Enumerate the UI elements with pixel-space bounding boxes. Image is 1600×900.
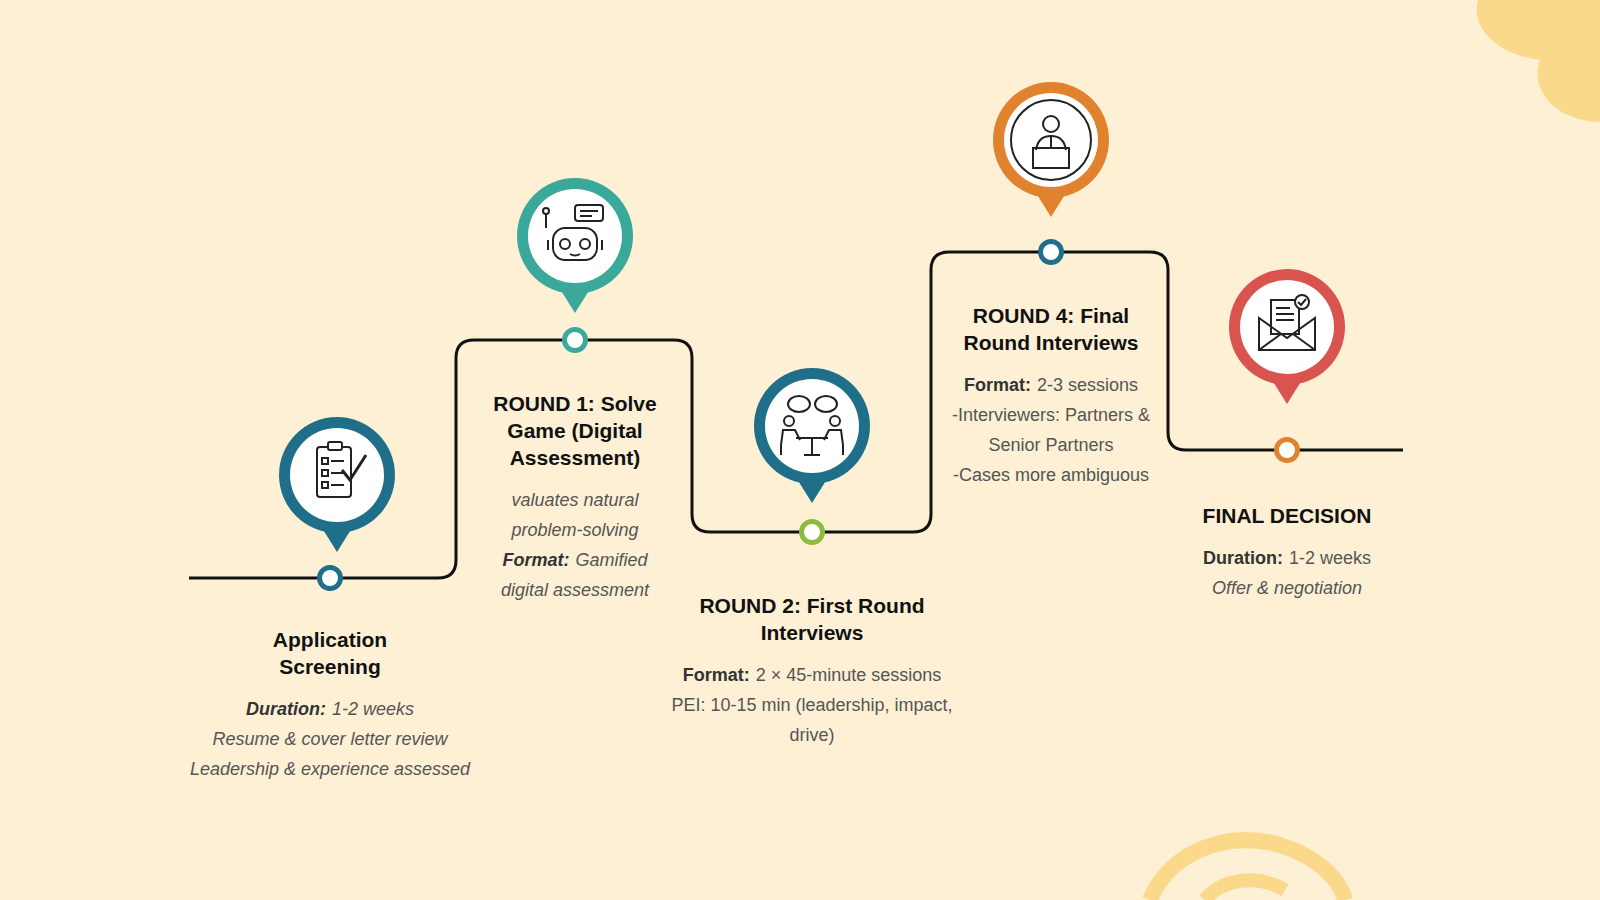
stage-detail: Leadership & experience assessed bbox=[190, 759, 470, 779]
timeline-marker bbox=[562, 327, 588, 353]
stage-detail-line: Resume & cover letter review bbox=[180, 724, 480, 754]
stage-detail-line: Duration: 1-2 weeks bbox=[180, 694, 480, 724]
timeline-end bbox=[1295, 449, 1403, 452]
stage-detail-line: Format: 2 × 45-minute sessions bbox=[662, 660, 962, 690]
map-pin bbox=[754, 368, 870, 503]
timeline-start bbox=[189, 577, 330, 580]
stage-detail: Format: bbox=[502, 550, 569, 570]
map-pin bbox=[993, 82, 1109, 217]
stage-detail: Format: bbox=[964, 375, 1031, 395]
stage-heading: ROUND 1: Solve Game (Digital Assessment) bbox=[480, 390, 670, 471]
stage-detail: 2 × 45-minute sessions bbox=[756, 665, 942, 685]
timeline-connector bbox=[812, 252, 1051, 532]
stage-detail: -Interviewers: Partners & Senior Partner… bbox=[952, 405, 1150, 455]
stage-detail: Resume & cover letter review bbox=[212, 729, 447, 749]
timeline-marker bbox=[1274, 437, 1300, 463]
stage-detail: Duration: bbox=[246, 699, 326, 719]
stage-heading: ROUND 2: First Round Interviews bbox=[697, 592, 927, 646]
map-pin bbox=[517, 178, 633, 313]
stage-detail: 1-2 weeks bbox=[1289, 548, 1371, 568]
stage-detail: 1-2 weeks bbox=[332, 699, 414, 719]
timeline-marker bbox=[1038, 239, 1064, 265]
swirl-decoration bbox=[1205, 880, 1285, 900]
swirl-decoration bbox=[1150, 840, 1345, 900]
stage-detail: valuates natural problem-solving bbox=[511, 490, 638, 540]
stage-detail-line: Leadership & experience assessed bbox=[180, 754, 480, 784]
map-pin bbox=[1229, 269, 1345, 404]
timeline-marker bbox=[317, 565, 343, 591]
stage-heading: FINAL DECISION bbox=[1177, 502, 1397, 529]
stage-detail: Offer & negotiation bbox=[1212, 578, 1362, 598]
stage-detail: PEI: 10-15 min (leadership, impact, driv… bbox=[671, 695, 952, 745]
stage-heading: ROUND 4: Final Round Interviews bbox=[961, 302, 1141, 356]
stage-detail-line: Duration: 1-2 weeks bbox=[1172, 543, 1402, 573]
stage-node: ROUND 4: Final Round InterviewsFormat: 2-… bbox=[946, 252, 1156, 490]
stage-detail: -Cases more ambiguous bbox=[953, 465, 1149, 485]
stage-node: FINAL DECISION Duration: 1-2 weeksOffer & … bbox=[1167, 450, 1407, 603]
stage-detail: Duration: bbox=[1203, 548, 1283, 568]
stage-detail: 2-3 sessions bbox=[1037, 375, 1138, 395]
stage-detail-line: -Cases more ambiguous bbox=[951, 460, 1151, 490]
stage-node: Application ScreeningDuration: 1-2 weeksR… bbox=[170, 578, 490, 784]
corner-blob bbox=[1477, 0, 1600, 122]
stage-detail-line: -Interviewers: Partners & Senior Partner… bbox=[951, 400, 1151, 460]
stage-detail-line: valuates natural problem-solving bbox=[480, 485, 670, 545]
timeline-marker bbox=[799, 519, 825, 545]
stage-detail-line: Format:Gamified digital assessment bbox=[480, 545, 670, 605]
stage-node: ROUND 1: Solve Game (Digital Assessment)… bbox=[475, 340, 675, 605]
stage-detail: Format: bbox=[683, 665, 750, 685]
stage-detail-line: Format: 2-3 sessions bbox=[951, 370, 1151, 400]
stage-node: ROUND 2: First Round InterviewsFormat: 2 … bbox=[652, 532, 972, 750]
stage-detail-line: PEI: 10-15 min (leadership, impact, driv… bbox=[662, 690, 962, 750]
stage-detail-line: Offer & negotiation bbox=[1172, 573, 1402, 603]
map-pin bbox=[279, 417, 395, 552]
stage-heading: Application Screening bbox=[230, 626, 430, 680]
